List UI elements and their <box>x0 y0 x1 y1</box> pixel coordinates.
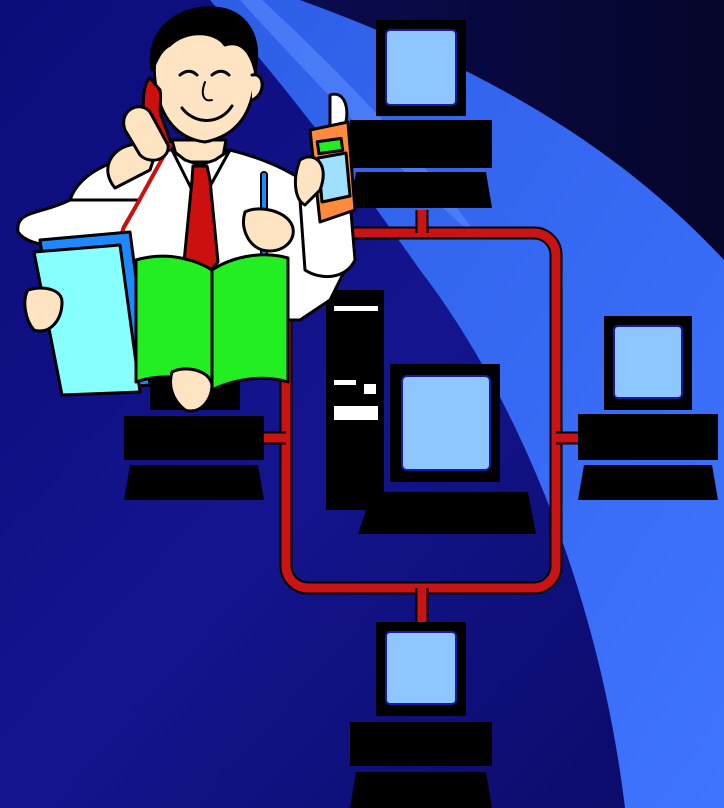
server-tower-icon <box>326 290 384 510</box>
book-icon <box>136 255 288 390</box>
